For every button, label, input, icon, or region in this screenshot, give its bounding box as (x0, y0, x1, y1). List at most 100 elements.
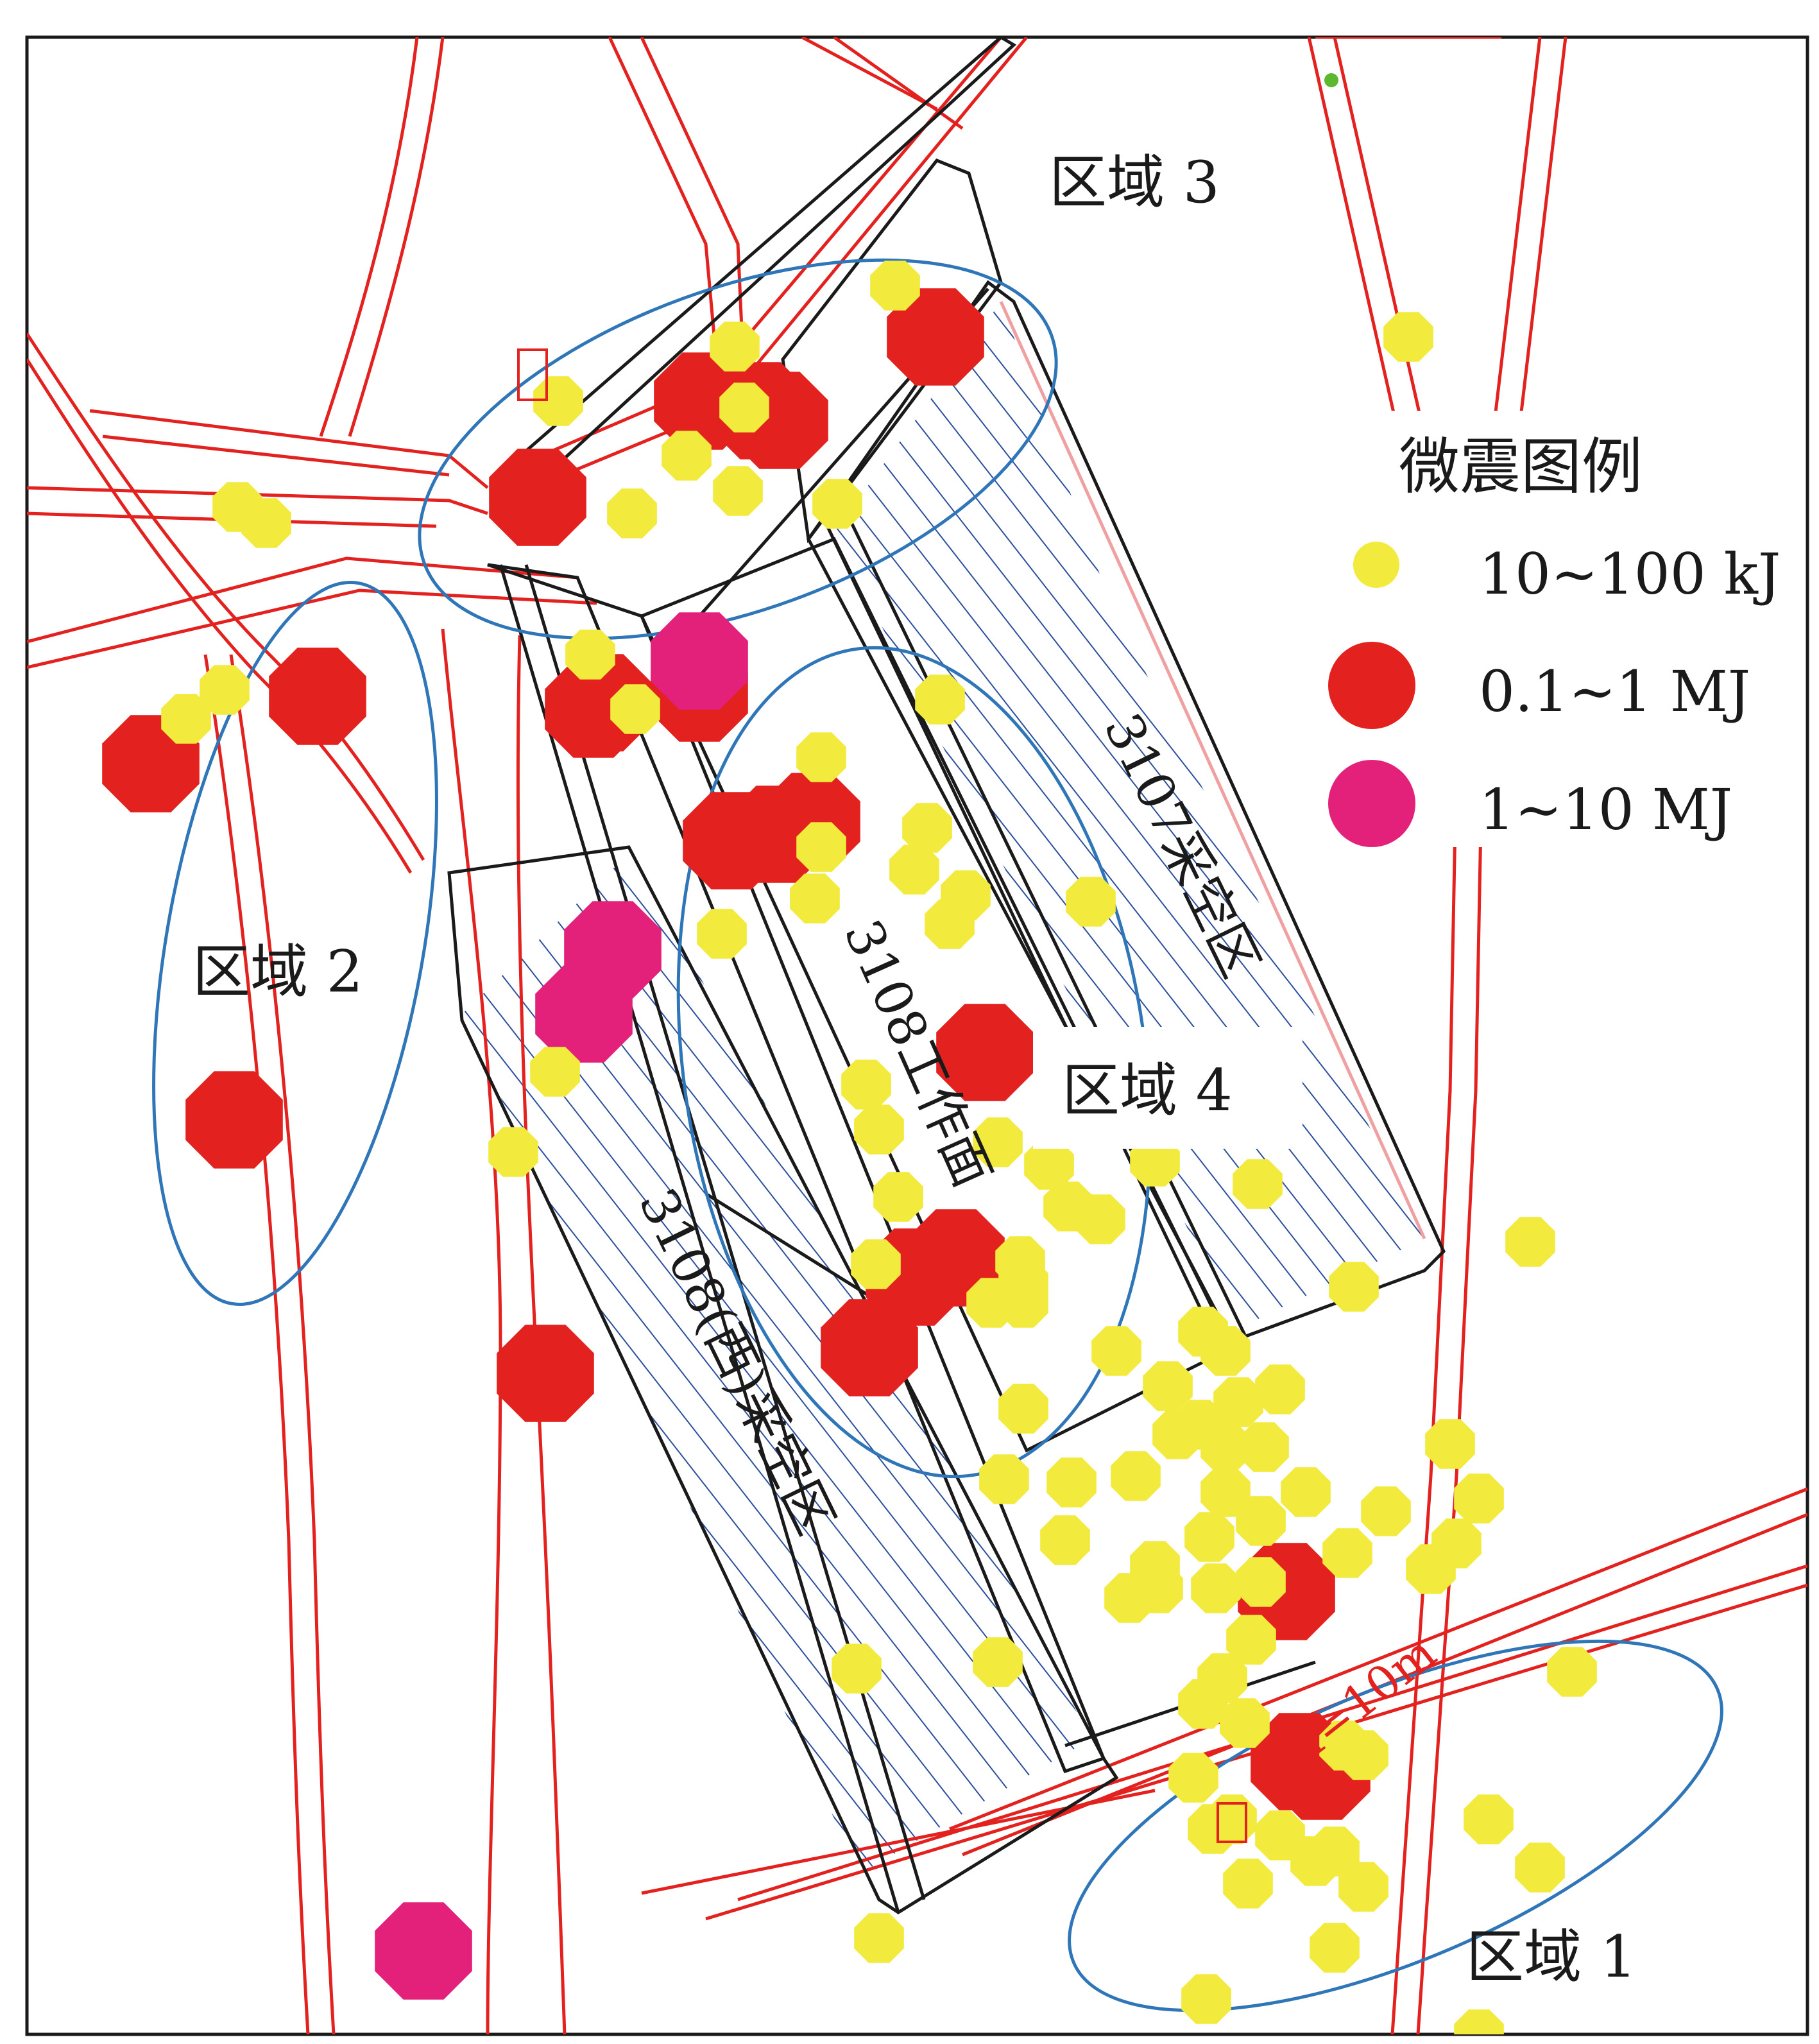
event-marker-10-100kj (1454, 1473, 1504, 1524)
event-marker-10-100kj (1290, 1836, 1340, 1886)
event-marker-0.1-1mj (545, 660, 642, 758)
region-label-2: 区域 2 (192, 938, 363, 1006)
event-marker-10-100kj (790, 873, 840, 923)
event-marker-10-100kj (1255, 1810, 1305, 1860)
event-marker-10-100kj (1066, 877, 1116, 927)
event-marker-10-100kj (565, 630, 615, 680)
event-marker-10-100kj (1338, 1730, 1388, 1780)
event-marker-0.1-1mj (683, 792, 780, 889)
microseismic-events (102, 73, 1597, 2034)
event-marker-10-100kj (530, 1047, 580, 1097)
event-marker-0.1-1mj (489, 449, 586, 546)
event-marker-10-100kj (1130, 1137, 1180, 1187)
event-marker-10-100kj (998, 1384, 1048, 1434)
event-marker-10-100kj (1425, 1419, 1475, 1469)
event-marker-10-100kj (889, 845, 939, 895)
event-marker-10-100kj (1310, 1923, 1360, 1973)
legend-label-medium: 0.1~1 MJ (1479, 658, 1750, 725)
event-marker-10-100kj (1338, 1862, 1388, 1912)
event-marker-10-100kj (200, 665, 250, 715)
event-marker-10-100kj (832, 1644, 882, 1694)
legend-swatch-medium (1328, 642, 1415, 729)
event-marker-10-100kj (1200, 1326, 1251, 1376)
legend-label-small: 10~100 kJ (1479, 541, 1781, 607)
event-marker-10-100kj (1239, 1422, 1289, 1472)
event-marker-10-100kj (610, 684, 660, 734)
event-marker-10-100kj (1515, 1842, 1565, 1893)
event-marker-10-100kj (1236, 1496, 1286, 1546)
legend-label-large: 1~10 MJ (1479, 777, 1732, 843)
shaft-symbol-north (517, 348, 548, 401)
region-3-ellipse (418, 258, 1058, 640)
event-marker-0.1-1mj (269, 648, 366, 745)
region-label-4: 区域 4 (1062, 1057, 1233, 1124)
event-marker-10-100kj (925, 899, 975, 949)
event-marker-10-100kj (812, 479, 862, 529)
legend-swatch-small (1353, 542, 1399, 588)
legend: 微震图例 10~100 kJ 0.1~1 MJ 1~10 MJ (1302, 411, 1803, 847)
region-label-3: 区域 3 (1049, 149, 1220, 216)
event-marker-10-100kj (1454, 2009, 1504, 2034)
event-marker-10-100kj (1361, 1486, 1411, 1536)
event-marker-10-100kj (710, 322, 760, 372)
event-marker-10-100kj (161, 694, 211, 744)
event-marker-10-100kj (870, 261, 920, 311)
shaft-symbol-south (1217, 1802, 1247, 1843)
event-marker-10-100kj (851, 1239, 901, 1289)
event-marker-10-100kj (1104, 1573, 1154, 1623)
event-marker-10-100kj (1233, 1159, 1283, 1209)
event-marker-10-100kj (1236, 1557, 1286, 1607)
event-marker-10-100kj (1143, 1361, 1193, 1411)
event-marker-10-100kj (1383, 312, 1433, 362)
event-marker-10-100kj (1200, 1422, 1251, 1472)
event-marker-10-100kj (488, 1127, 538, 1177)
event-marker-10-100kj (1213, 1377, 1263, 1427)
event-marker-10-100kj (979, 1454, 1029, 1504)
event-marker-10-100kj (1178, 1679, 1228, 1729)
event-marker-10-100kj (1547, 1647, 1597, 1697)
event-marker-10-100kj (662, 431, 712, 481)
event-marker-10-100kj (1040, 1515, 1090, 1565)
region-2-ellipse (152, 581, 438, 1306)
event-marker-10-100kj (915, 674, 965, 725)
event-marker-10-100kj (873, 1172, 923, 1222)
legend-swatch-large (1328, 760, 1415, 847)
event-marker-0.1-1mj (936, 1004, 1034, 1101)
event-marker-10-100kj (713, 466, 763, 516)
event-marker-10-100kj (1223, 1859, 1273, 1909)
event-marker-0.1-1mj (185, 1071, 283, 1169)
event-marker-10-100kj (1188, 1804, 1238, 1854)
event-marker-10-100kj (902, 803, 952, 853)
event-marker-10-100kj (1168, 1753, 1218, 1803)
event-marker-10-100kj (607, 488, 657, 538)
event-marker-10-100kj (796, 732, 846, 782)
event-marker-10-100kj (1091, 1326, 1141, 1376)
event-marker-10-100kj (841, 1060, 891, 1110)
event-marker-10-100kj (1281, 1467, 1331, 1517)
event-marker-10-100kj (1226, 1615, 1276, 1665)
legend-title: 微震图例 (1399, 432, 1643, 502)
event-marker-10-100kj (1329, 1262, 1379, 1312)
event-marker-10-100kj (719, 382, 769, 433)
event-marker-10-100kj (973, 1637, 1023, 1687)
event-marker-10-100kj (854, 1104, 904, 1155)
event-marker-10-100kj (796, 822, 846, 872)
event-marker-10-100kj (1075, 1194, 1125, 1244)
event-marker-10-100kj (1024, 1140, 1074, 1190)
event-marker-0.1-1mj (887, 288, 984, 386)
event-marker-10-100kj (1505, 1217, 1555, 1267)
event-marker-10-100kj (966, 1278, 1016, 1328)
event-marker-10-100kj (1406, 1544, 1456, 1594)
event-marker-10-100kj (1255, 1364, 1305, 1414)
event-marker-10-100kj (1191, 1563, 1241, 1613)
event-marker-10-100kj (1184, 1512, 1234, 1562)
event-marker-10-100kj (1220, 1698, 1270, 1748)
event-marker-1-10mj (375, 1902, 472, 2000)
event-marker-10-100kj (1111, 1451, 1161, 1501)
event-marker-10-100kj (1464, 1794, 1514, 1844)
goaf-edge-line (999, 300, 1426, 1240)
event-marker-10-100kj (973, 1117, 1023, 1167)
region-label-1: 区域 1 (1466, 1923, 1637, 1991)
region-4-label-bg (1033, 1027, 1302, 1149)
